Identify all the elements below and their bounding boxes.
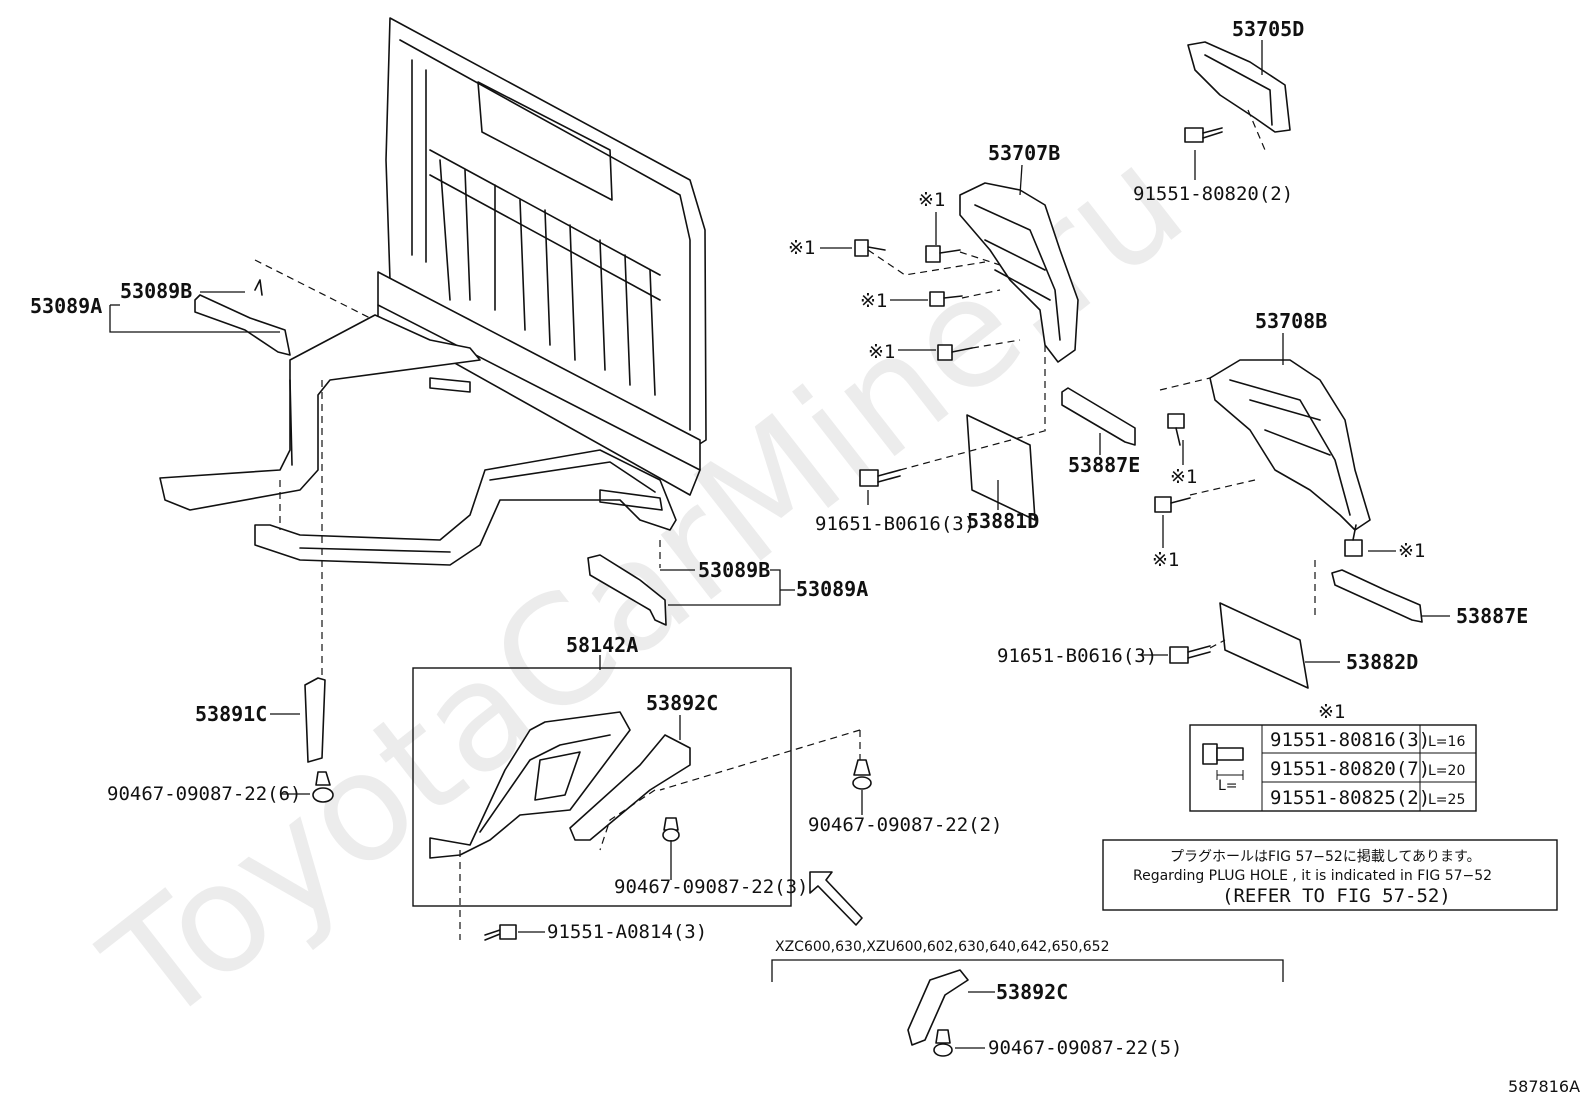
bracket-58142a	[429, 711, 631, 859]
label-53089a-right: 53089A	[796, 577, 868, 601]
bracket-53892c-alt	[907, 969, 969, 1046]
label-91651-b0616-b: 91651-B0616(3)	[997, 645, 1157, 667]
bolt-91551-a0814	[484, 924, 517, 941]
label-53892c-alt: 53892C	[996, 980, 1068, 1004]
bolt-91651-b0616-a	[859, 469, 901, 487]
mark-1b: ※1	[918, 189, 945, 211]
bracket-53891c	[304, 677, 326, 763]
mark-1d: ※1	[868, 341, 895, 363]
label-53707b: 53707B	[988, 141, 1060, 165]
label-53705d: 53705D	[1232, 17, 1304, 41]
label-90467-2: 90467-09087-22(2)	[808, 814, 1002, 836]
bracket-53705d	[1187, 41, 1291, 133]
table-header-mark: ※1	[1318, 701, 1345, 723]
bolt-icon: L=	[1202, 743, 1244, 794]
mark-1e: ※1	[1170, 466, 1197, 488]
flap-53881d	[966, 414, 1036, 521]
label-53887e-b: 53887E	[1456, 604, 1528, 628]
clip-90467-5	[933, 1029, 953, 1057]
strip-53887e-b	[1331, 569, 1423, 623]
arrow-icon	[809, 871, 863, 926]
label-90467-5: 90467-09087-22(5)	[988, 1037, 1182, 1059]
label-53892c-box: 53892C	[646, 691, 718, 715]
bracket-53892c-box	[569, 734, 691, 841]
label-53887e-a: 53887E	[1068, 453, 1140, 477]
note-line-jp: プラグホールはFIG 57−52に掲載してあります。	[1170, 849, 1481, 865]
bracket-53089b-left	[194, 294, 291, 356]
bolts-53708b	[1154, 413, 1363, 557]
bracket-53089b-right	[587, 554, 667, 626]
figure-id: 587816A	[1508, 1077, 1580, 1096]
box-58142a	[412, 667, 792, 907]
label-91551-a0814-3: 91551-A0814(3)	[547, 921, 707, 943]
mark-1g: ※1	[1398, 540, 1425, 562]
table-row-1-part: 91551-80816(3)	[1270, 729, 1430, 751]
strip-53887e-a	[1061, 387, 1136, 446]
note-box: プラグホールはFIG 57−52に掲載してあります。 Regarding PLU…	[1102, 839, 1558, 911]
assembly-lines	[254, 109, 1316, 940]
label-91651-b0616-a: 91651-B0616(3)	[815, 513, 975, 535]
shield-53707b	[959, 182, 1079, 363]
label-53089b-left: 53089B	[120, 279, 192, 303]
table-dim-label: L=	[1218, 778, 1238, 794]
label-models: XZC600,630,XZU600,602,630,640,642,650,65…	[775, 939, 1109, 955]
table-row-2-part: 91551-80820(7)	[1270, 758, 1430, 780]
label-90467-3: 90467-09087-22(3)	[614, 876, 808, 898]
mark-1f: ※1	[1152, 549, 1179, 571]
table-row-3-length: L=25	[1428, 792, 1465, 808]
label-53881d: 53881D	[967, 509, 1039, 533]
bolt-length-table: ※1 L= 91551-80816(3) L=16 91551-80820(7)…	[1189, 701, 1477, 812]
mark-1c: ※1	[860, 290, 887, 312]
bolt-91551-80820	[1184, 127, 1223, 143]
label-53089a-left: 53089A	[30, 294, 102, 318]
note-line-en: Regarding PLUG HOLE , it is indicated in…	[1133, 868, 1492, 884]
label-53708b: 53708B	[1255, 309, 1327, 333]
label-90467-6: 90467-09087-22(6)	[107, 783, 301, 805]
leader-lines	[109, 40, 1450, 1049]
label-91551-80820-2: 91551-80820(2)	[1133, 183, 1293, 205]
label-53089b-right: 53089B	[698, 558, 770, 582]
table-row-1-length: L=16	[1428, 734, 1465, 750]
flap-53882d	[1219, 602, 1309, 689]
label-53882d: 53882D	[1346, 650, 1418, 674]
bolt-91651-b0616-b	[1169, 645, 1211, 664]
table-row-3-part: 91551-80825(2)	[1270, 787, 1430, 809]
clip-90467-6	[312, 771, 334, 803]
bolts-53707b	[854, 239, 973, 361]
label-53891c: 53891C	[195, 702, 267, 726]
clip-90467-3	[662, 817, 680, 842]
part-labels: 53705D 91551-80820(2) 53707B ※1 ※1 ※1 ※1…	[30, 17, 1528, 1059]
label-58142a: 58142A	[566, 633, 638, 657]
shield-53708b	[1209, 359, 1371, 531]
rear-panel-assembly	[159, 17, 707, 566]
clip-90467-2	[852, 759, 872, 790]
note-line-ref: (REFER TO FIG 57-52)	[1222, 885, 1451, 907]
table-row-2-length: L=20	[1428, 763, 1465, 779]
mark-1a: ※1	[788, 237, 815, 259]
